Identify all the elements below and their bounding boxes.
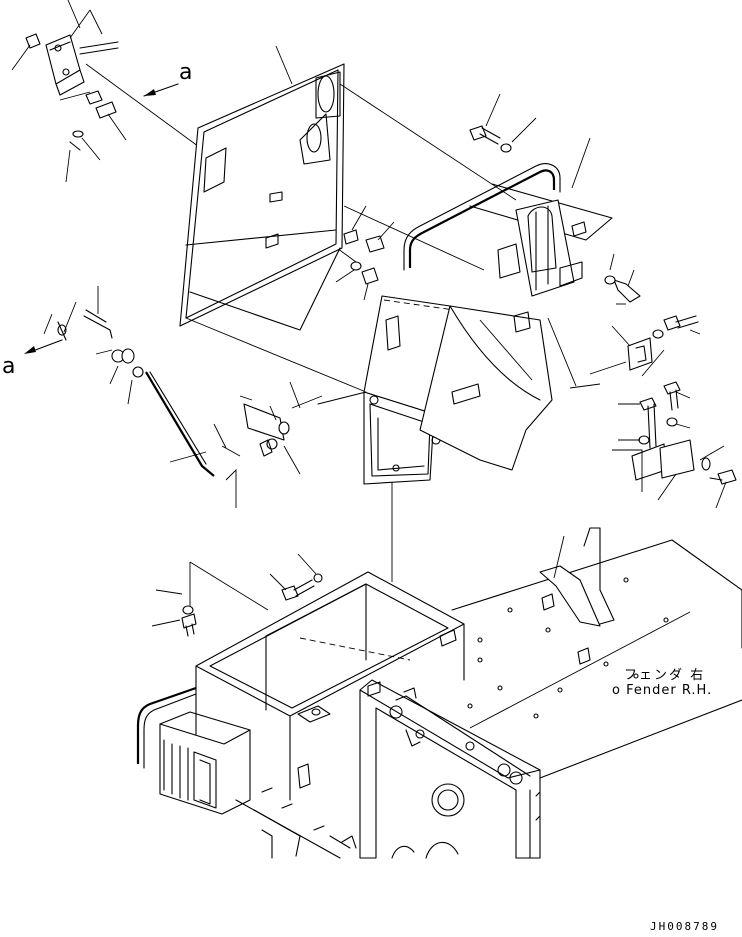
center-frame [363,295,553,485]
leader-shroud [547,317,577,387]
view-arrow-left [24,339,63,354]
cover-panel [179,63,345,331]
view-arrow-top [143,83,179,97]
floor-plate [451,527,742,779]
frame-center-bracket [297,629,457,849]
circle-marker: o [612,683,627,698]
fender-note-japanese: フェンダ 右 [624,668,706,683]
view-marker-a-left: a [2,354,16,379]
construction-lines [185,83,517,582]
panel-fasteners [335,205,395,301]
lower-left-step-box [136,686,351,859]
upper-bolts [469,93,641,303]
leader-frame [479,319,533,381]
bottom-left-bolts [151,553,323,637]
center-small-parts [213,381,367,508]
hinge-bracket [25,33,119,151]
view-marker-a-top: a [179,60,193,85]
drawing-code: JH008789 [650,920,719,933]
fender-note-english-text: Fender R.H. [626,683,713,698]
leader-panel [275,45,293,85]
handrail-assembly [403,163,613,297]
main-frame-assembly [195,571,541,859]
fender-note-english: o Fender R.H. [612,683,712,698]
right-brackets [569,303,737,509]
left-small-parts [43,286,215,477]
